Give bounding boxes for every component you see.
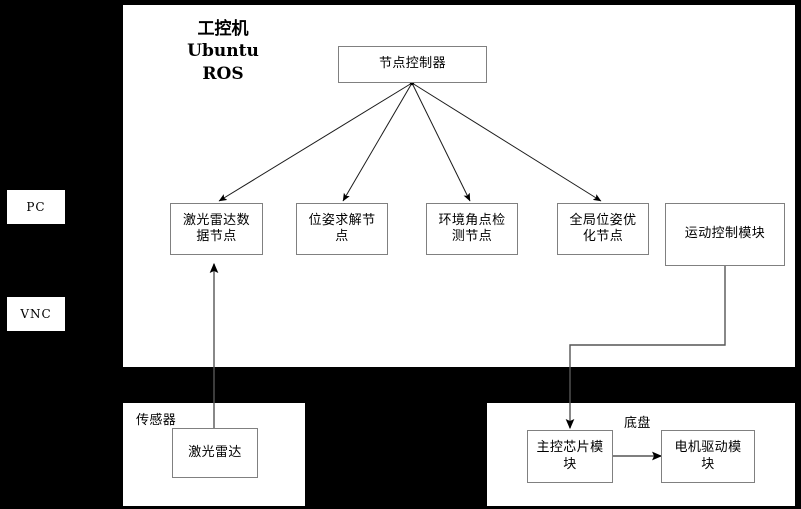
box-global-pose-optimization-node[interactable]: 全局位姿优化节点 [557,203,649,255]
box-pc[interactable]: PC [7,190,65,224]
box-corner-detection-node-label: 环境角点检测节点 [438,212,506,244]
box-node-controller-label: 节点控制器 [378,56,446,72]
title-line-3: ROS [202,63,244,84]
box-main-chip-module[interactable]: 主控芯片模块 [527,430,613,483]
box-motion-control-module-label: 运动控制模块 [684,226,766,242]
box-motor-driver-module[interactable]: 电机驱动模块 [661,430,755,483]
box-pc-label: PC [26,200,46,214]
title-line-1: 工控机 [197,19,249,39]
box-global-pose-optimization-node-label: 全局位姿优化节点 [569,212,637,244]
title-line-2: Ubuntu [187,41,259,62]
box-lidar-data-node[interactable]: 激光雷达数据节点 [170,203,263,255]
panel-sensor-label: 传感器 [136,409,176,428]
box-motion-control-module[interactable]: 运动控制模块 [665,203,785,266]
box-motor-driver-module-label: 电机驱动模块 [674,440,742,472]
box-corner-detection-node[interactable]: 环境角点检测节点 [426,203,518,255]
box-lidar-device[interactable]: 激光雷达 [172,428,258,478]
box-lidar-data-node-label: 激光雷达数据节点 [182,212,250,244]
box-vnc[interactable]: VNC [7,297,65,331]
box-node-controller[interactable]: 节点控制器 [338,46,487,83]
box-vnc-label: VNC [20,307,52,321]
panel-chassis-label: 底盘 [624,412,651,431]
box-lidar-device-label: 激光雷达 [188,444,242,460]
box-pose-solving-node-label: 位姿求解节点 [308,212,376,244]
panel-sensor-label-text: 传感器 [136,413,177,428]
panel-chassis-label-text: 底盘 [624,416,651,431]
box-pose-solving-node[interactable]: 位姿求解节点 [296,203,388,255]
page-title: 工控机 Ubuntu ROS [163,18,283,85]
box-main-chip-module-label: 主控芯片模块 [536,440,604,472]
